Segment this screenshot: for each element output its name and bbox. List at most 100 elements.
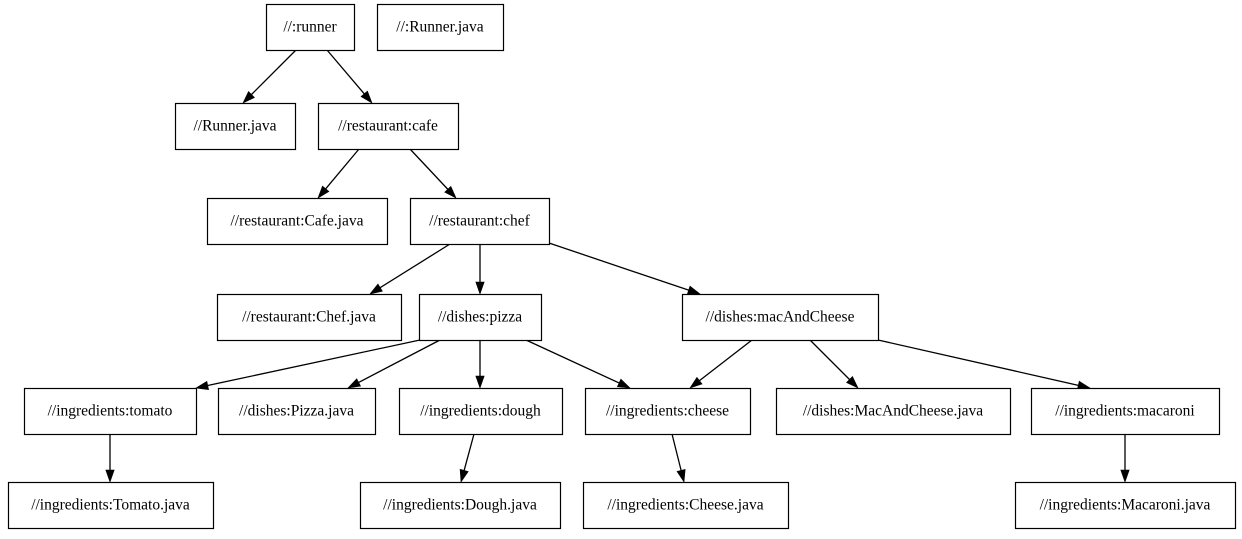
node-label: //ingredients:tomato (48, 403, 173, 420)
node-box[interactable] (216, 293, 403, 342)
node-label: //:runner (283, 19, 337, 36)
node-box[interactable] (376, 3, 505, 52)
node-box[interactable] (206, 197, 389, 246)
edge-line (358, 339, 441, 384)
node-label: //dishes:pizza (438, 309, 522, 326)
graph-node-ingredients_dough[interactable]: //ingredients:dough (398, 387, 564, 436)
arrowhead-icon (459, 468, 469, 483)
node-box[interactable] (1030, 387, 1221, 436)
graph-edge (326, 49, 373, 104)
graph-edge (347, 339, 441, 389)
graph-edge (242, 49, 297, 104)
node-label: //ingredients:macaroni (1055, 403, 1195, 420)
graph-edge (105, 434, 115, 483)
graph-node-restaurant_cafe[interactable]: //restaurant:cafe (317, 102, 460, 151)
arrowhead-icon (475, 375, 485, 389)
node-label: //restaurant:Cafe.java (231, 213, 364, 230)
node-box[interactable] (681, 293, 880, 342)
graph-edge (689, 339, 753, 389)
graph-node-restaurant_chef_java[interactable]: //restaurant:Chef.java (216, 293, 403, 342)
node-box[interactable] (7, 481, 215, 530)
node-label: //Runner.java (193, 118, 276, 135)
graph-node-dishes_pizza[interactable]: //dishes:pizza (418, 293, 543, 342)
graph-edge (409, 148, 457, 199)
arrowhead-icon (242, 91, 255, 104)
graph-edge (369, 243, 451, 295)
node-box[interactable] (217, 387, 377, 436)
graph-node-restaurant_chef[interactable]: //restaurant:chef (409, 197, 551, 246)
graph-node-ingredients_macaroni_java[interactable]: //ingredients:Macaroni.java (1014, 481, 1237, 530)
graph-node-ingredients_dough_java[interactable]: //ingredients:Dough.java (359, 481, 562, 530)
arrowhead-icon (195, 380, 209, 390)
graph-edge (1120, 434, 1130, 483)
edge-line (326, 49, 365, 95)
graph-node-restaurant_cafe_java[interactable]: //restaurant:Cafe.java (206, 197, 389, 246)
node-label: //ingredients:cheese (606, 403, 729, 420)
node-box[interactable] (775, 387, 1012, 436)
graph-edge (877, 339, 1091, 390)
arrowhead-icon (347, 378, 362, 389)
node-label: //dishes:macAndCheese (706, 309, 855, 326)
arrowhead-icon (676, 468, 686, 483)
graph-edge (475, 244, 485, 295)
node-box[interactable] (418, 293, 543, 342)
graph-node-dishes_macandcheese[interactable]: //dishes:macAndCheese (681, 293, 880, 342)
arrowhead-icon (444, 185, 457, 199)
graph-edge (317, 148, 360, 199)
node-label: //dishes:MacAndCheese.java (803, 403, 983, 420)
node-label: //ingredients:Macaroni.java (1040, 497, 1211, 514)
node-box[interactable] (359, 481, 562, 530)
node-label: //ingredients:Tomato.java (31, 497, 190, 514)
graph-edge (195, 339, 421, 390)
node-box[interactable] (317, 102, 460, 151)
node-label: //restaurant:Chef.java (242, 309, 376, 326)
node-label: //dishes:Pizza.java (239, 403, 354, 420)
node-box[interactable] (409, 197, 551, 246)
arrowhead-icon (616, 378, 631, 389)
graph-edge (459, 433, 475, 483)
arrowhead-icon (317, 185, 330, 199)
graph-edge (809, 339, 859, 389)
graph-edge (671, 433, 686, 483)
graph-node-ingredients_macaroni[interactable]: //ingredients:macaroni (1030, 387, 1221, 436)
graph-node-ingredients_cheese[interactable]: //ingredients:cheese (584, 387, 752, 436)
edge-line (463, 433, 475, 471)
graph-node-ingredients_tomato[interactable]: //ingredients:tomato (23, 387, 198, 436)
arrowhead-icon (360, 90, 373, 104)
node-label: //ingredients:Cheese.java (607, 497, 763, 514)
edge-line (699, 339, 753, 382)
node-box[interactable] (23, 387, 198, 436)
node-box[interactable] (398, 387, 564, 436)
arrowhead-icon (689, 376, 703, 389)
node-label: //ingredients:dough (420, 403, 541, 420)
graph-node-ingredients_cheese_java[interactable]: //ingredients:Cheese.java (582, 481, 790, 530)
node-box[interactable] (265, 3, 356, 52)
edge-line (325, 148, 360, 190)
edge-line (379, 243, 451, 289)
graph-edge (475, 340, 485, 389)
graph-node-dishes_macandcheese_java[interactable]: //dishes:MacAndCheese.java (775, 387, 1012, 436)
arrowhead-icon (846, 376, 859, 389)
edge-line (671, 433, 682, 471)
graph-edge (525, 339, 631, 389)
node-box[interactable] (584, 387, 752, 436)
node-label: //ingredients:Dough.java (383, 497, 537, 514)
nodes-layer: //:runner //:Runner.java //Runner.java //re… (7, 3, 1237, 530)
graph-node-runner[interactable]: //:runner (265, 3, 356, 52)
graph-node-runner_java[interactable]: //Runner.java (174, 102, 297, 151)
node-label: //restaurant:cafe (338, 118, 438, 135)
node-box[interactable] (582, 481, 790, 530)
node-box[interactable] (174, 102, 297, 151)
graph-node-ingredients_tomato_java[interactable]: //ingredients:Tomato.java (7, 481, 215, 530)
edge-line (809, 339, 850, 380)
arrowhead-icon (1120, 469, 1130, 483)
node-label: //:Runner.java (396, 19, 484, 36)
graph-node-root_runner_java[interactable]: //:Runner.java (376, 3, 505, 52)
node-box[interactable] (1014, 481, 1237, 530)
edge-line (548, 242, 689, 291)
graph-node-dishes_pizza_java[interactable]: //dishes:Pizza.java (217, 387, 377, 436)
edges-layer (105, 49, 1130, 483)
node-label: //restaurant:chef (429, 213, 531, 230)
